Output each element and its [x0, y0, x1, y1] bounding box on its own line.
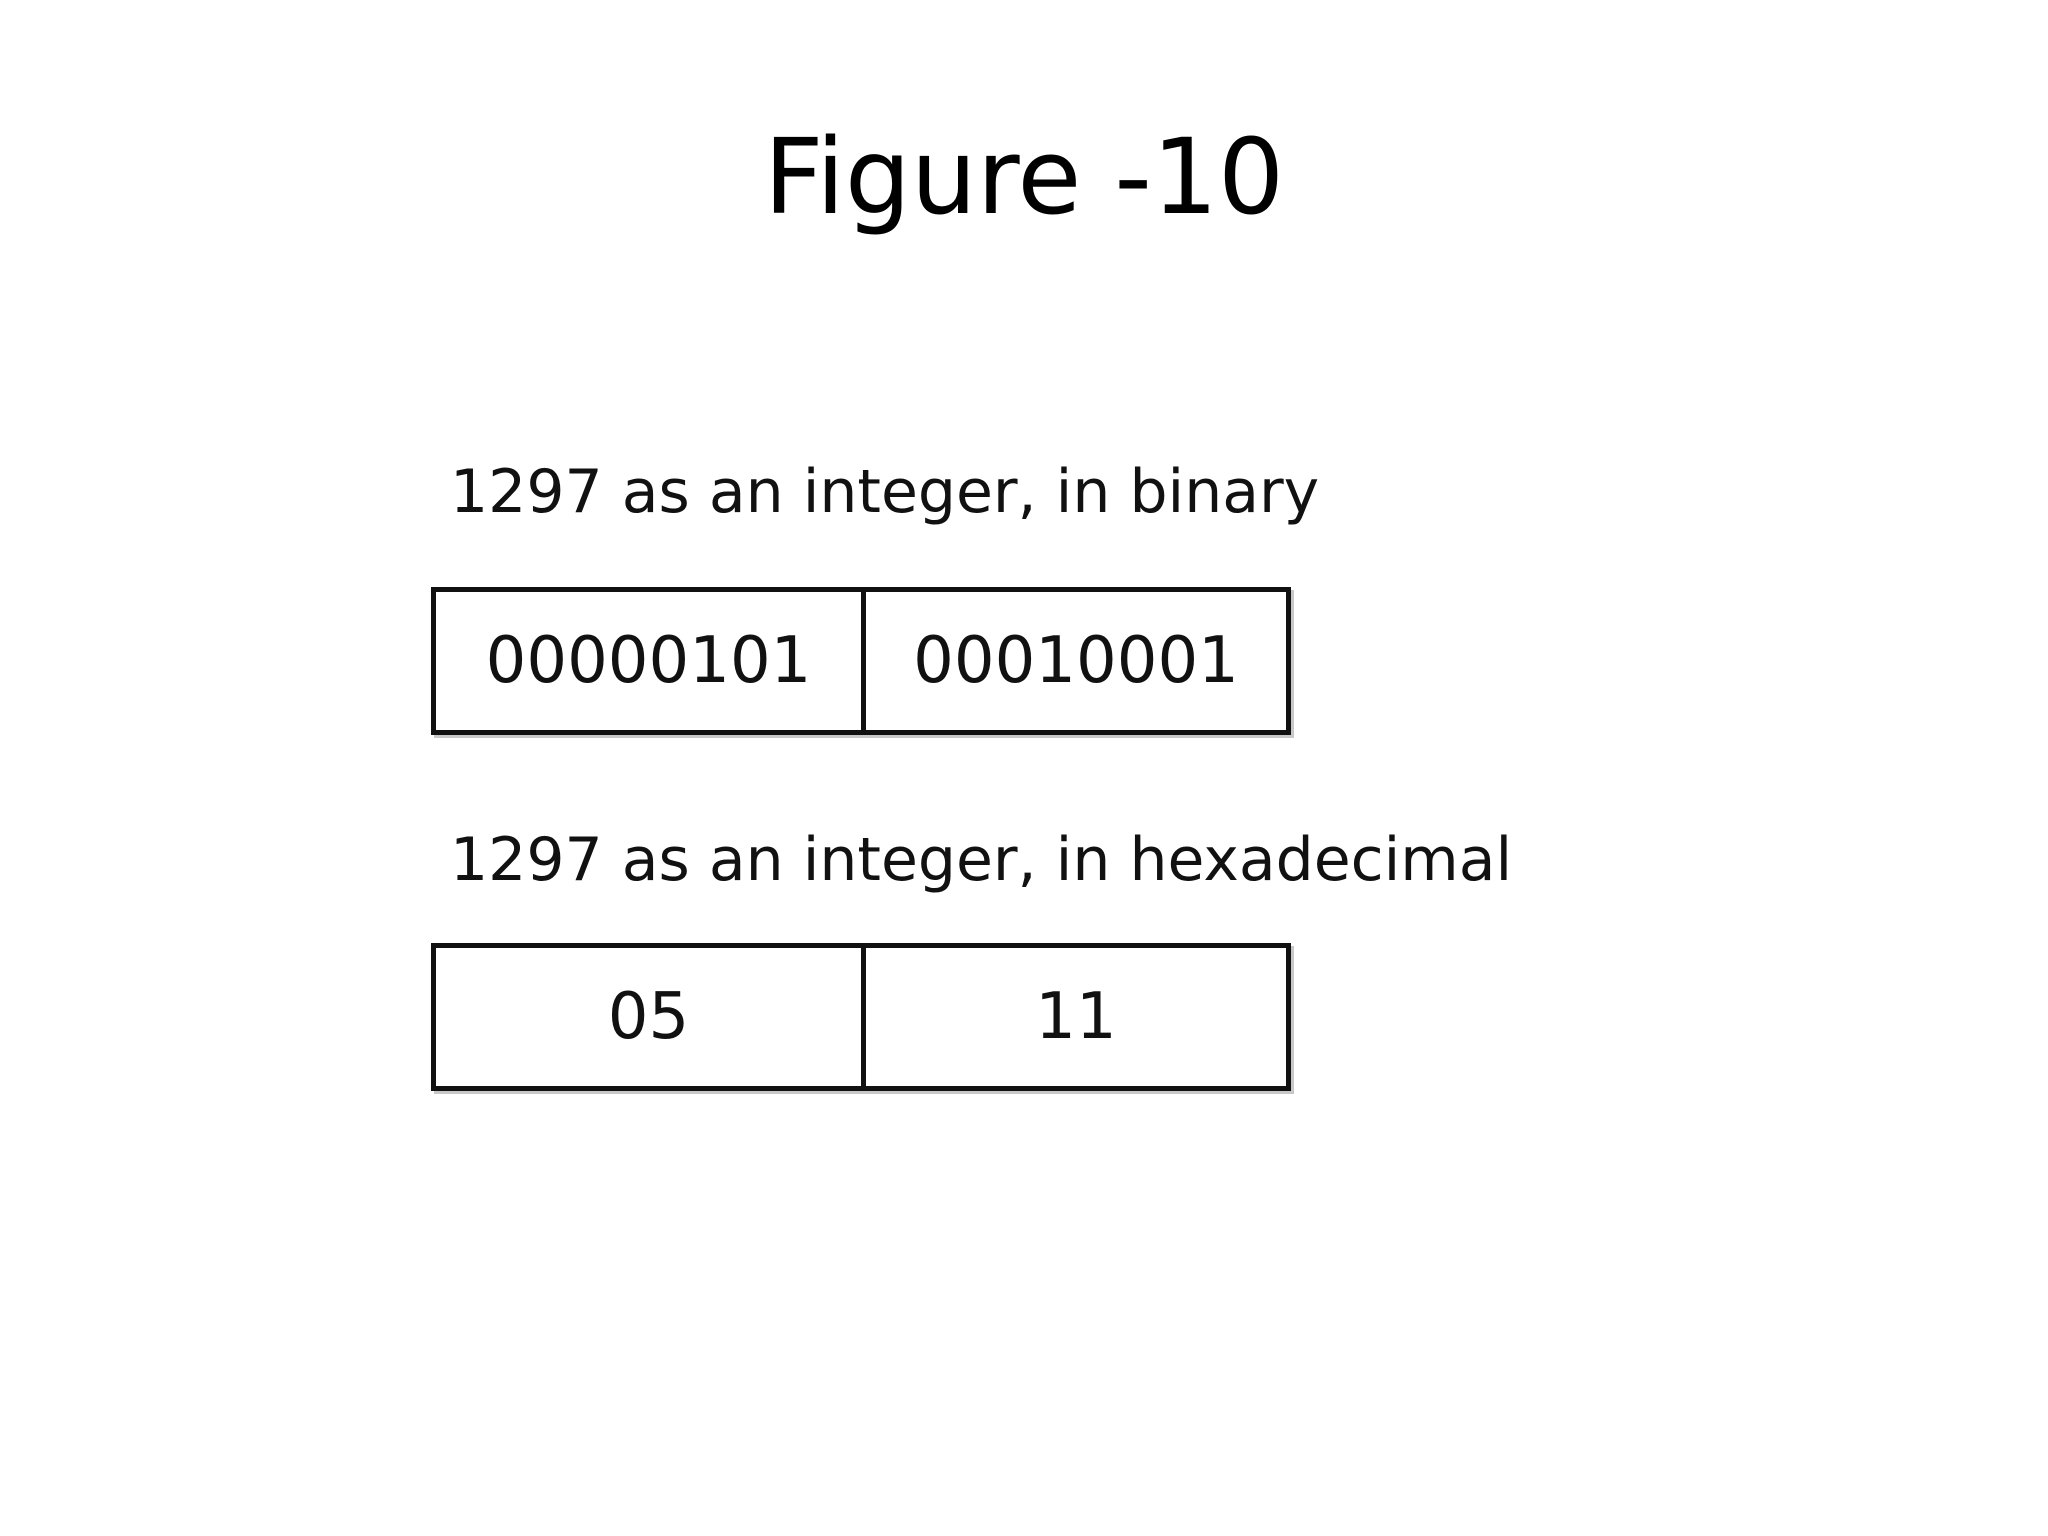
hexadecimal-label: 1297 as an integer, in hexadecimal [450, 825, 1513, 895]
page-title: Figure -10 [763, 116, 1285, 238]
binary-byte-row: 00000101 00010001 [431, 587, 1291, 735]
hexadecimal-low-byte: 11 [861, 948, 1286, 1086]
hexadecimal-high-byte: 05 [607, 980, 690, 1054]
binary-label: 1297 as an integer, in binary [450, 457, 1320, 527]
binary-low-byte: 00010001 [861, 592, 1286, 730]
binary-high-byte: 00000101 [485, 624, 812, 698]
hexadecimal-byte-row: 05 11 [431, 943, 1291, 1091]
